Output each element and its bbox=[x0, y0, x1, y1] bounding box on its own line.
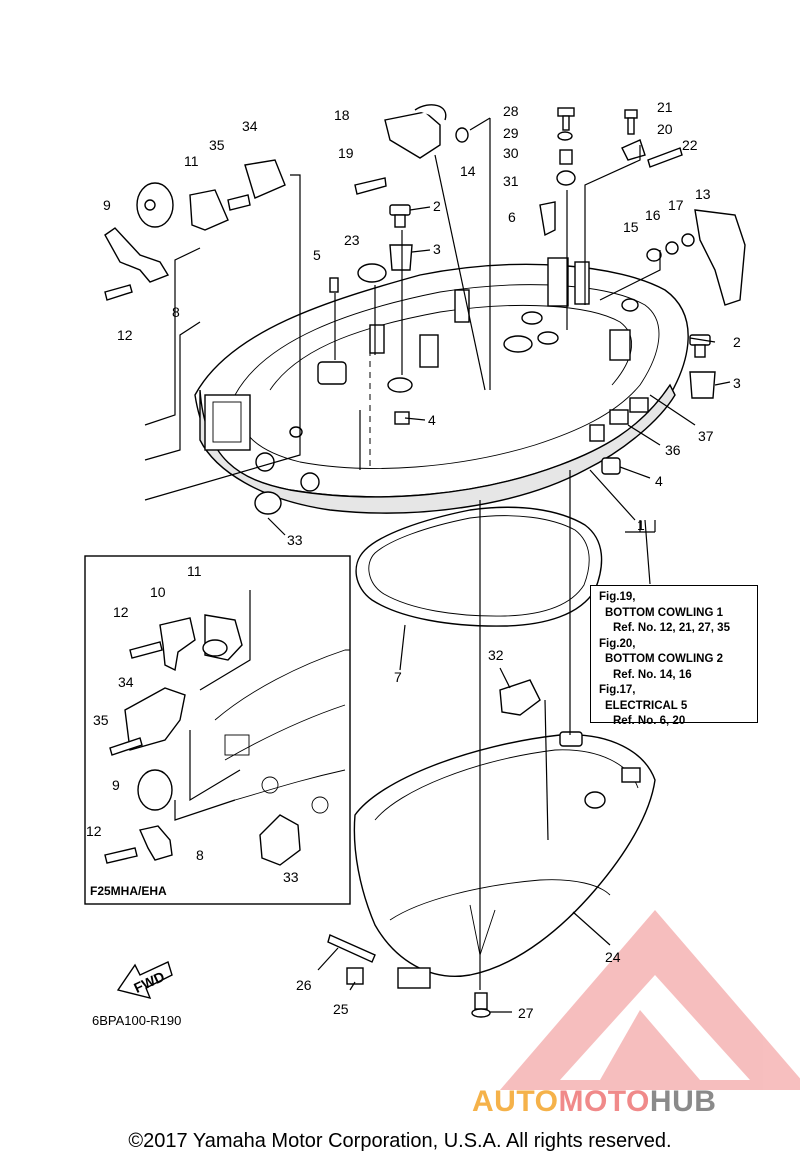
callout-34: 34 bbox=[118, 674, 134, 690]
seal-gasket bbox=[355, 506, 603, 627]
callout-28: 28 bbox=[503, 103, 519, 119]
callout-8: 8 bbox=[172, 304, 180, 320]
callout-22: 22 bbox=[682, 137, 698, 153]
callout-19: 19 bbox=[338, 145, 354, 161]
ref-fig17: Fig.17, bbox=[599, 684, 636, 696]
leader-lines bbox=[144, 117, 731, 1013]
callout-35: 35 bbox=[93, 712, 109, 728]
callout-34: 34 bbox=[242, 118, 258, 134]
callout-18: 18 bbox=[334, 107, 350, 123]
callout-3: 3 bbox=[733, 375, 741, 391]
copyright-notice: ©2017 Yamaha Motor Corporation, U.S.A. A… bbox=[128, 1130, 672, 1152]
callout-15: 15 bbox=[623, 219, 639, 235]
watermark-logo bbox=[500, 910, 800, 1090]
callout-37: 37 bbox=[698, 428, 714, 444]
callout-9: 9 bbox=[112, 777, 120, 793]
callout-11: 11 bbox=[187, 563, 202, 579]
callout-29: 29 bbox=[503, 125, 519, 141]
callout-33: 33 bbox=[283, 869, 299, 885]
watermark-part3: HUB bbox=[649, 1085, 717, 1118]
callout-8: 8 bbox=[196, 847, 204, 863]
callout-7: 7 bbox=[394, 669, 402, 685]
bottom-cowling-lower bbox=[353, 731, 656, 989]
callout-30: 30 bbox=[503, 145, 519, 161]
callout-10: 10 bbox=[150, 584, 166, 600]
callout-12: 12 bbox=[86, 823, 102, 839]
cross-reference-box: Fig.19, BOTTOM COWLING 1 Ref. No. 12, 21… bbox=[590, 585, 758, 727]
watermark-part2: MOTO bbox=[558, 1085, 650, 1118]
callout-13: 13 bbox=[695, 186, 711, 202]
callout-12: 12 bbox=[113, 604, 129, 620]
ref-fig17-numbers: Ref. No. 6, 20 bbox=[613, 715, 686, 727]
callout-12: 12 bbox=[117, 327, 133, 343]
inset-caption: F25MHA/EHA bbox=[90, 884, 167, 898]
callout-24: 24 bbox=[605, 949, 621, 965]
ref-fig19: Fig.19, bbox=[599, 591, 636, 603]
callout-26: 26 bbox=[296, 977, 312, 993]
callout-3: 3 bbox=[433, 241, 441, 257]
bottom-cowling-upper bbox=[194, 257, 689, 514]
callout-11: 11 bbox=[184, 153, 199, 169]
callout-16: 16 bbox=[645, 207, 661, 223]
callout-21: 21 bbox=[657, 99, 673, 115]
callout-31: 31 bbox=[503, 173, 519, 189]
callout-5: 5 bbox=[313, 247, 321, 263]
small-parts bbox=[104, 104, 746, 1018]
diagram-code: 6BPA100-R190 bbox=[92, 1013, 182, 1028]
ref-fig19-title: BOTTOM COWLING 1 bbox=[605, 606, 723, 619]
ref-fig20-title: BOTTOM COWLING 2 bbox=[605, 653, 723, 665]
callout-9: 9 bbox=[103, 197, 111, 213]
callout-4: 4 bbox=[428, 412, 436, 428]
callout-32: 32 bbox=[488, 647, 504, 663]
callout-20: 20 bbox=[657, 121, 673, 137]
watermark-part1: AUTO bbox=[472, 1085, 559, 1118]
callout-labels: 1 2 2 3 3 4 4 5 6 7 8 8 9 9 10 11 11 12 … bbox=[86, 99, 741, 1021]
callout-35: 35 bbox=[209, 137, 225, 153]
watermark-text: AUTOMOTOHUB bbox=[472, 1085, 716, 1119]
callout-6: 6 bbox=[508, 209, 516, 225]
ref-fig17-title: ELECTRICAL 5 bbox=[605, 699, 688, 712]
callout-4: 4 bbox=[655, 473, 663, 489]
callout-2: 2 bbox=[433, 198, 441, 214]
ref-fig19-numbers: Ref. No. 12, 21, 27, 35 bbox=[613, 622, 730, 634]
fwd-arrow: FWD bbox=[116, 961, 173, 1000]
callout-2: 2 bbox=[733, 334, 741, 350]
inset-variant-box bbox=[84, 555, 351, 905]
callout-14: 14 bbox=[460, 163, 476, 179]
callout-25: 25 bbox=[333, 1001, 349, 1017]
callout-27: 27 bbox=[518, 1005, 534, 1021]
callout-36: 36 bbox=[665, 442, 681, 458]
ref-fig20: Fig.20, bbox=[599, 637, 636, 650]
callout-23: 23 bbox=[344, 232, 360, 248]
callout-33: 33 bbox=[287, 532, 303, 548]
callout-17: 17 bbox=[668, 197, 684, 213]
ref-fig20-numbers: Ref. No. 14, 16 bbox=[613, 668, 692, 681]
callout-1: 1 bbox=[637, 517, 645, 533]
